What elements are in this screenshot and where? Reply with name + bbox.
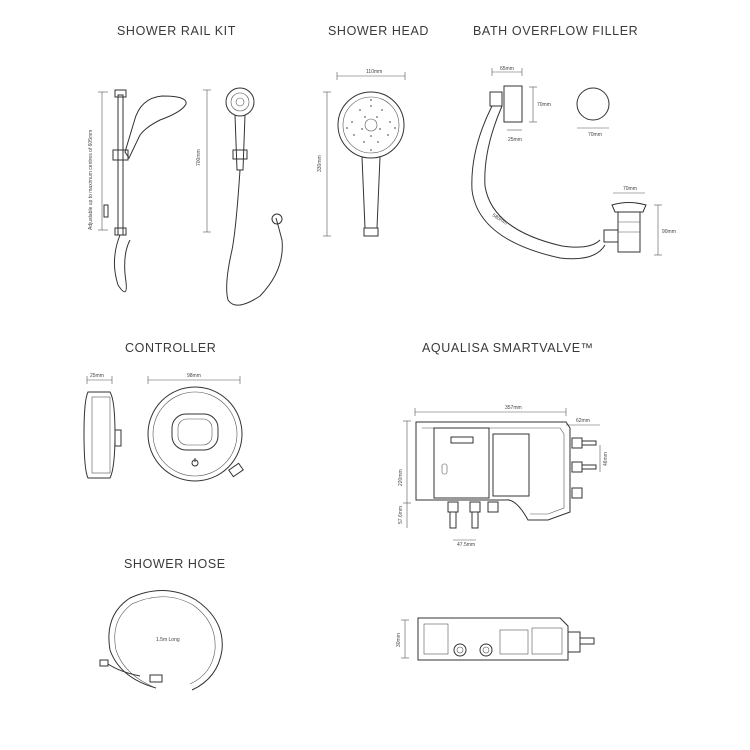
controller-drawing: 25mm 98mm (83, 373, 244, 482)
waste-height-dim: 90mm (662, 229, 676, 235)
bath-overflow-filler-drawing: 65mm 70mm 25mm 580mm 70mm 70mm 90mm (471, 66, 676, 260)
smartvalve-drawing: 357mm 62mm 220mm 57.6mm 46mm 47.5mm (396, 405, 609, 661)
valve-height-dim: 220mm (398, 469, 404, 486)
valve-width-dim: 357mm (505, 405, 522, 411)
valve-right-dim: 62mm (576, 418, 590, 424)
shower-rail-kit-title: SHOWER RAIL KIT (117, 24, 236, 38)
valve-inlets-dim: 47.5mm (457, 542, 475, 548)
shower-hose-drawing: 1.5m Long (99, 589, 223, 691)
valve-side-height-dim: 30mm (396, 633, 402, 647)
rail-height-dim: 700mm (196, 149, 202, 166)
valve-inlet-fittings (447, 501, 499, 529)
overflow-width-dim: 65mm (500, 66, 514, 72)
valve-bottom-dim: 57.6mm (398, 506, 404, 524)
hose-length-label: 1.5m Long (156, 637, 180, 643)
overflow-cap-dim: 70mm (588, 132, 602, 138)
bath-overflow-filler-title: BATH OVERFLOW FILLER (473, 24, 639, 38)
valve-outlets-dim: 46mm (603, 452, 609, 466)
shower-hose-title: SHOWER HOSE (124, 557, 226, 571)
waste-width-dim: 70mm (623, 186, 637, 192)
controller-title: CONTROLLER (125, 341, 217, 355)
controller-width-dim: 98mm (187, 373, 201, 379)
shower-head-width-dim: 110mm (366, 69, 382, 75)
hose-length-dim: 580mm (491, 213, 508, 227)
overflow-height-dim: 70mm (537, 102, 551, 108)
shower-head-drawing: 110mm 330mm (317, 69, 406, 237)
controller-depth-dim: 25mm (90, 373, 104, 379)
overflow-depth-dim: 25mm (508, 137, 522, 143)
shower-head-height-dim: 330mm (317, 155, 323, 172)
shower-head-title: SHOWER HEAD (328, 24, 430, 38)
valve-outlet-fittings (571, 437, 597, 499)
smartvalve-title: AQUALISA SMARTVALVE™ (422, 341, 594, 355)
shower-rail-kit-drawing: Adjustable up to maximum centres of 605m… (88, 87, 283, 306)
rail-adjustable-dim: Adjustable up to maximum centres of 605m… (88, 130, 94, 230)
